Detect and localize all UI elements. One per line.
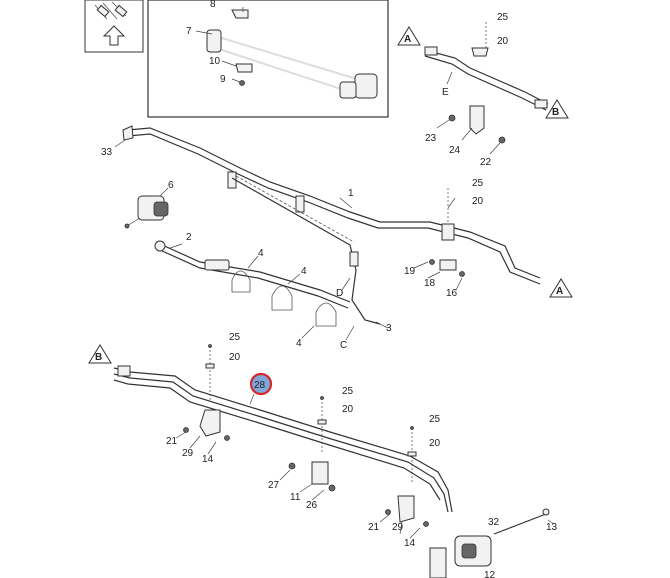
callout-8: 8 [210, 0, 216, 10]
callout-20-lower-c: 20 [429, 438, 441, 449]
callout-13: 13 [546, 522, 558, 533]
callout-20-lower-a: 20 [229, 352, 241, 363]
highlighted-callout-28[interactable]: 28 [249, 372, 273, 396]
callout-28: 28 [254, 380, 266, 391]
callout-25-1: 25 [472, 178, 484, 189]
direction-inset [84, 0, 144, 53]
callout-10: 10 [209, 56, 221, 67]
reference-b-bottom: B [88, 344, 112, 364]
reference-b-bottom-label: B [95, 352, 102, 363]
reference-a-top: A [397, 26, 421, 46]
callout-2: 2 [186, 232, 192, 243]
assembly-1 [114, 125, 541, 341]
callout-20-1: 20 [472, 196, 484, 207]
up-arrow-icon [102, 25, 126, 46]
callout-29-a: 29 [182, 448, 194, 459]
callout-24: 24 [449, 145, 461, 156]
callout-1: 1 [348, 188, 354, 199]
callout-11: 11 [290, 492, 301, 503]
callout-3: 3 [386, 323, 392, 334]
callout-4-a: 4 [258, 248, 264, 259]
reference-a-mid: A [549, 278, 573, 298]
callout-32: 32 [488, 517, 500, 528]
callout-25-lower-a: 25 [229, 332, 241, 343]
callout-20-lower-b: 20 [342, 404, 354, 415]
callout-23: 23 [425, 133, 437, 144]
reference-a-mid-label: A [556, 286, 563, 297]
callout-E: E [442, 87, 449, 98]
callout-16: 16 [446, 288, 458, 299]
callout-22: 22 [480, 157, 492, 168]
callout-14-a: 14 [202, 454, 214, 465]
callout-19: 19 [404, 266, 416, 277]
callout-26: 26 [306, 500, 318, 511]
callout-6: 6 [168, 180, 174, 191]
callout-14-b: 14 [404, 538, 416, 549]
callout-21-b: 21 [368, 522, 380, 533]
reference-a-label: A [404, 34, 411, 45]
assembly-e [424, 22, 549, 155]
callout-4-c: 4 [296, 338, 302, 349]
callout-25-lower-c: 25 [429, 414, 441, 425]
callout-18: 18 [424, 278, 436, 289]
callout-4-b: 4 [301, 266, 307, 277]
callout-33: 33 [101, 147, 113, 158]
assembly-28: B [88, 344, 555, 578]
callout-20-e: 20 [497, 36, 509, 47]
callout-21-a: 21 [166, 436, 178, 447]
callout-25-e: 25 [497, 12, 509, 23]
callout-25-lower-b: 25 [342, 386, 354, 397]
reference-b-top: B [545, 99, 569, 119]
callout-12: 12 [484, 570, 496, 578]
reference-b-label: B [552, 107, 559, 118]
callout-9: 9 [220, 74, 226, 85]
detail-inset [147, 0, 389, 118]
callout-27: 27 [268, 480, 280, 491]
callout-D: D [336, 288, 343, 299]
callout-7: 7 [186, 26, 192, 37]
callout-29-b: 29 [392, 522, 404, 533]
callout-C: C [340, 340, 347, 351]
